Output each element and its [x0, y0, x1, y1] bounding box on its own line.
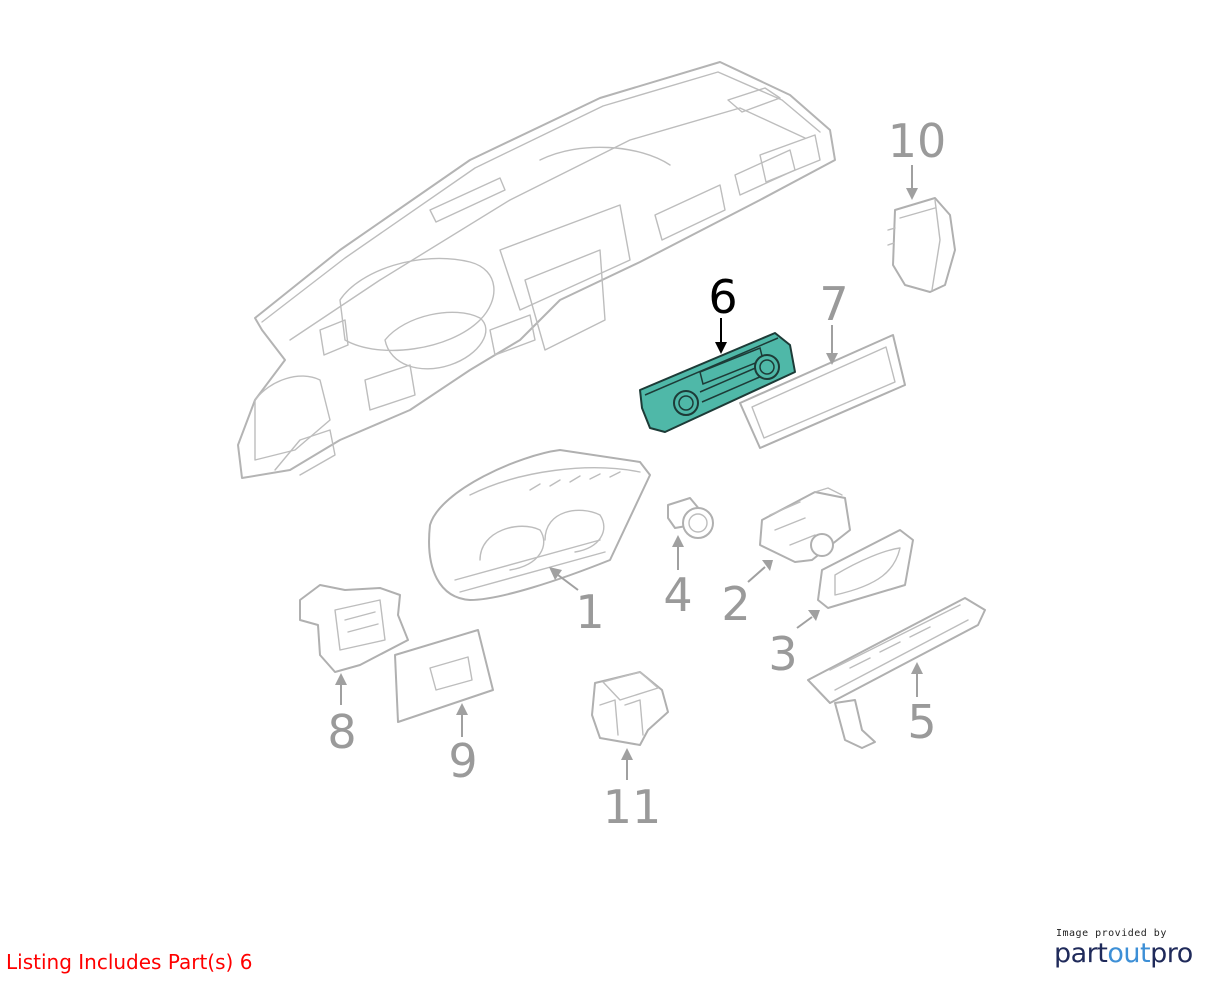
callout-5: 5 [907, 695, 936, 749]
arrowhead-2 [762, 560, 773, 571]
arrowhead-4 [672, 535, 684, 547]
arrowhead-10 [906, 188, 918, 200]
dashboard-illustration [237, 61, 836, 479]
callout-7: 7 [819, 277, 848, 331]
callout-10: 10 [888, 114, 947, 168]
leader-lines [335, 165, 923, 780]
part-9-illustration [394, 629, 494, 723]
logo-part-text: part [1054, 938, 1108, 969]
callout-2: 2 [721, 577, 750, 631]
part-2-illustration [759, 487, 851, 563]
arrowhead-9 [456, 703, 468, 715]
part-6-highlighted [639, 332, 796, 433]
callout-3: 3 [768, 627, 797, 681]
part-4-illustration [667, 497, 714, 539]
callout-9: 9 [448, 734, 477, 788]
part-3-illustration [817, 529, 914, 609]
callout-6: 6 [708, 270, 737, 324]
leader-3 [796, 616, 813, 629]
part-11-illustration [591, 671, 669, 746]
part-8-illustration [299, 584, 409, 673]
part-1-illustration [428, 449, 651, 601]
listing-note: Listing Includes Part(s) 6 [6, 950, 253, 974]
part-7-illustration [739, 334, 906, 449]
part-10-illustration [887, 197, 956, 293]
callout-1: 1 [575, 585, 604, 639]
logo-pro-text: pro [1150, 938, 1193, 969]
arrowhead-1 [549, 567, 562, 580]
logo-out-text: out [1107, 938, 1151, 969]
arrowhead-7 [826, 353, 838, 365]
callout-8: 8 [327, 705, 356, 759]
callout-numbers: 6 7 10 1 4 2 3 5 8 9 11 [327, 114, 946, 834]
arrowhead-11 [621, 748, 633, 760]
brand-caption: Image provided by [1056, 928, 1167, 939]
arrowhead-5 [911, 662, 923, 674]
partoutpro-watermark: Image provided by partoutpro [1054, 928, 1214, 969]
leader-1 [557, 574, 579, 591]
partoutpro-logo: partoutpro [1054, 939, 1214, 969]
part-5-illustration [807, 597, 986, 749]
callout-11: 11 [603, 780, 662, 834]
callout-4: 4 [663, 568, 692, 622]
arrowhead-6 [715, 342, 727, 354]
arrowhead-8 [335, 673, 347, 685]
arrowhead-3 [808, 610, 820, 621]
leader-2 [747, 566, 766, 583]
